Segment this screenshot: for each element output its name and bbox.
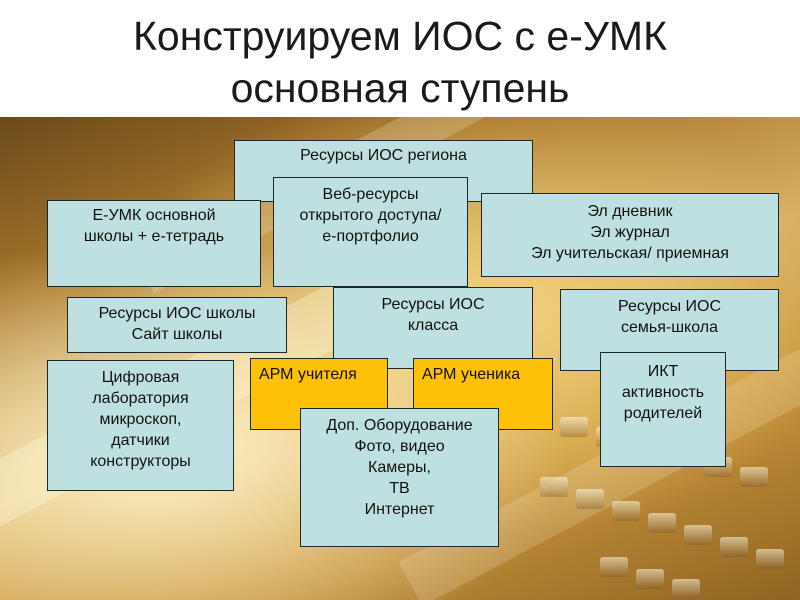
box-text-line: АРМ ученика xyxy=(422,366,521,383)
box-additional-equipment: Доп. Оборудование Фото, видео Камеры, ТВ… xyxy=(300,408,499,547)
box-text-line: ИКТ xyxy=(647,363,679,380)
box-electronic-diary: Эл дневник Эл журнал Эл учительская/ при… xyxy=(481,193,779,277)
box-text-line: Эл журнал xyxy=(590,224,670,241)
box-text-line: Эл учительская/ приемная xyxy=(531,245,729,262)
box-text-line: Ресурсы ИОС xyxy=(381,296,485,313)
box-text-line: Фото, видео xyxy=(354,438,445,455)
box-text-line: семья-школа xyxy=(620,319,719,336)
box-eumk-school: Е-УМК основной школы + е-тетрадь xyxy=(47,200,261,287)
box-text-line: Сайт школы xyxy=(131,326,223,343)
slide-title: Конструируем ИОС с е-УМК основная ступен… xyxy=(0,10,800,114)
box-text-line: Эл дневник xyxy=(587,203,673,220)
box-text-line: лаборатория xyxy=(92,390,189,407)
box-text-line: конструкторы xyxy=(90,453,191,470)
title-line-1: Конструируем ИОС с е-УМК xyxy=(133,13,667,59)
box-text-line: ТВ xyxy=(389,480,410,497)
box-class-resources: Ресурсы ИОС класса xyxy=(333,287,533,369)
box-text-line: Ресурсы ИОС региона xyxy=(300,147,467,164)
box-digital-lab: Цифровая лаборатория микроскоп, датчики … xyxy=(47,360,234,491)
box-text-line: Доп. Оборудование xyxy=(326,417,473,434)
box-text-line: Ресурсы ИОС школы xyxy=(98,305,256,322)
box-web-resources: Веб-ресурсы открытого доступа/ е-портфол… xyxy=(273,177,468,287)
box-text-line: датчики xyxy=(111,432,170,449)
box-text-line: микроскоп, xyxy=(99,411,182,428)
box-text-line: школы + е-тетрадь xyxy=(83,228,225,245)
box-school-resources: Ресурсы ИОС школы Сайт школы xyxy=(67,297,287,353)
box-text-line: Камеры, xyxy=(368,459,431,476)
box-text-line: активность xyxy=(621,384,705,401)
box-text-line: Интернет xyxy=(364,501,435,518)
box-text-line: е-портфолио xyxy=(322,228,419,245)
box-text-line: класса xyxy=(407,317,459,334)
box-parents-ict-activity: ИКТ активность родителей xyxy=(600,352,726,467)
box-text-line: Ресурсы ИОС xyxy=(617,298,722,315)
box-text-line: Цифровая xyxy=(101,369,180,386)
box-text-line: открытого доступа/ xyxy=(299,207,442,224)
box-text-line: Е-УМК основной xyxy=(92,207,216,224)
box-text-line: родителей xyxy=(623,405,703,422)
box-text-line: АРМ учителя xyxy=(259,366,357,383)
title-line-2: основная ступень xyxy=(230,65,570,111)
box-text-line: Веб-ресурсы xyxy=(322,186,419,203)
